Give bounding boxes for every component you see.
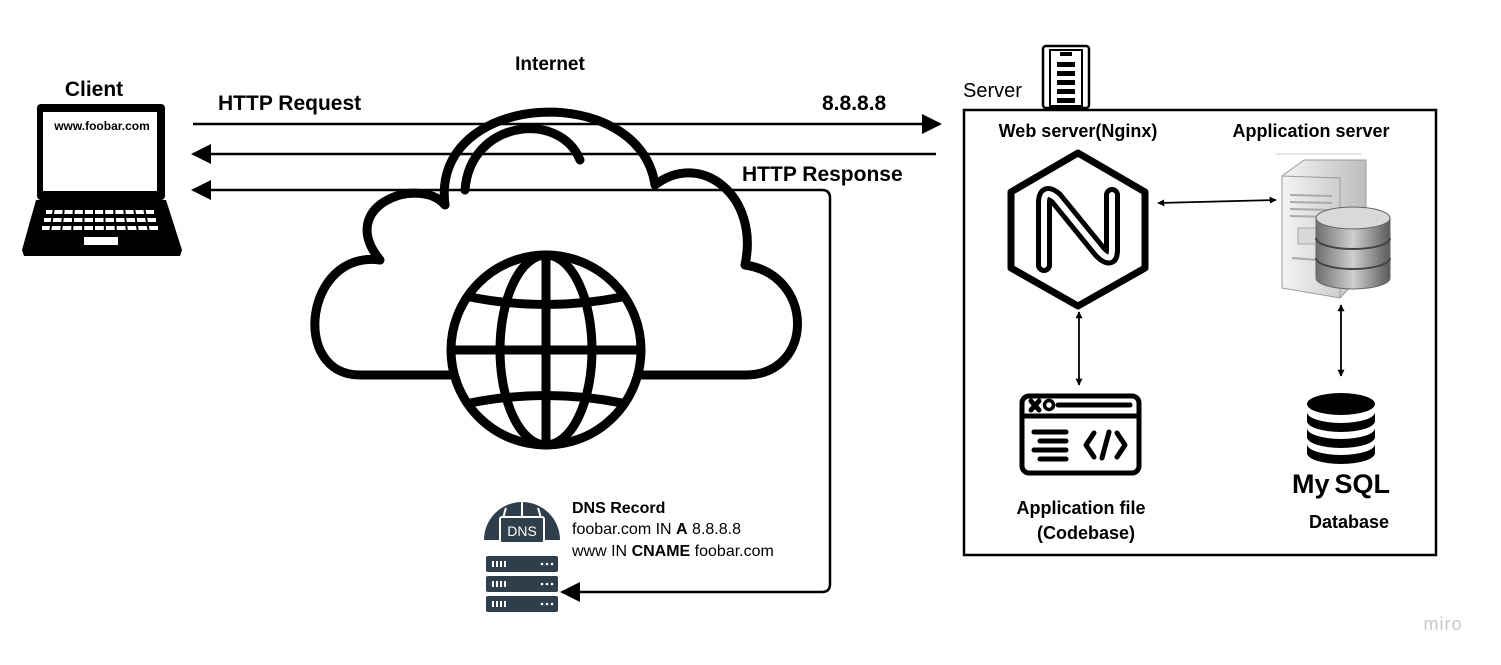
- dns-lookup-connector: [191, 180, 832, 602]
- database-label: Database: [1309, 512, 1389, 532]
- dns-record-cname: www IN CNAME foobar.com: [571, 543, 774, 560]
- client-screen-url: www.foobar.com: [53, 119, 150, 133]
- laptop-icon: [22, 104, 182, 256]
- web-server-label: Web server(Nginx): [999, 121, 1158, 141]
- dns-rack-label: ulamu: [515, 592, 529, 598]
- globe-icon: [446, 250, 646, 450]
- nginx-app-server-arrow: [1157, 196, 1277, 207]
- app-file-sublabel: (Codebase): [1037, 523, 1135, 543]
- server-rack-icon: [1041, 44, 1091, 110]
- server-box: [962, 108, 1438, 557]
- ip-address-label: 8.8.8.8: [822, 92, 887, 115]
- code-file-icon: [1019, 393, 1142, 476]
- nginx-icon: [1007, 149, 1149, 310]
- dns-server-icon: DNS ulamu: [484, 502, 560, 612]
- app-file-label: Application file: [1016, 498, 1145, 518]
- http-request-label: HTTP Request: [218, 92, 361, 115]
- http-response-label: HTTP Response: [742, 163, 903, 186]
- dns-record-a: foobar.com IN A 8.8.8.8: [572, 521, 741, 538]
- internet-label: Internet: [515, 54, 585, 75]
- application-server-icon: [1276, 153, 1391, 299]
- miro-watermark: miro: [1424, 614, 1463, 634]
- database-icon: [1307, 393, 1375, 464]
- server-label: Server: [963, 80, 1022, 102]
- app-server-label: Application server: [1232, 121, 1389, 141]
- client-label: Client: [65, 78, 123, 101]
- dns-badge: DNS: [507, 523, 537, 539]
- dns-record-title: DNS Record: [572, 500, 665, 517]
